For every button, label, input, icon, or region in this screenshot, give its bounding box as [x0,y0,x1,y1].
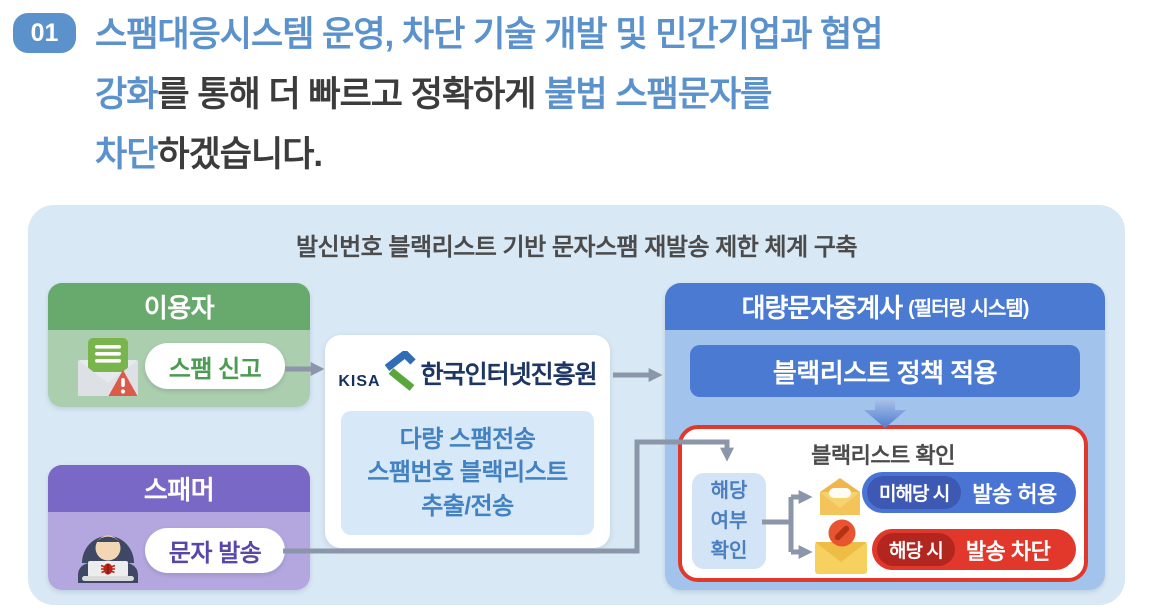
relay-box-header: 대량문자중계사 (필터링 시스템) [665,283,1105,330]
relay-subtitle: (필터링 시스템) [908,298,1029,320]
headline-plain: 를 통해 더 빠르고 정확하게 [157,75,545,114]
condition-check-box: 해당 여부 확인 [692,473,766,569]
blacklist-check-box: 블랙리스트 확인 해당 여부 확인 미해당 시 발송 허용 [678,425,1088,582]
section-number-badge: 01 [13,13,76,53]
allow-result-pill: 미해당 시 발송 허용 [862,472,1076,513]
allow-action-label: 발송 허용 [972,481,1057,507]
headline-line-2: 강화를 통해 더 빠르고 정확하게 불법 스팸문자를 [95,65,1135,125]
kisa-description: 다량 스팸전송 스팸번호 블랙리스트 추출/전송 [341,411,594,535]
allow-condition-badge: 미해당 시 [867,476,962,509]
headline-line-1: 스팸대응시스템 운영, 차단 기술 개발 및 민간기업과 협업 [95,5,1135,65]
block-condition-badge: 해당 시 [877,533,955,566]
spammer-box-header: 스패머 [48,465,310,512]
kisa-box: KISA 한국인터넷진흥원 다량 스팸전송 스팸번호 블랙리스트 추출/전송 [325,335,610,548]
kisa-logo-mark-icon [382,348,416,396]
kisa-logo-text: KISA [338,373,381,390]
diagram-title: 발신번호 블랙리스트 기반 문자스팸 재발송 제한 체계 구축 [295,234,858,261]
headline: 스팸대응시스템 운영, 차단 기술 개발 및 민간기업과 협업 강화를 통해 더… [95,5,1135,185]
hacker-icon [68,509,148,588]
user-box-header: 이용자 [48,283,310,330]
blacklist-policy-box: 블랙리스트 정책 적용 [690,345,1080,397]
headline-plain: 하겠습니다. [157,135,323,174]
user-box: 이용자 스팸 신고 [48,283,310,407]
spammer-box: 스패머 문자 발송 [48,465,310,590]
headline-highlight: 강화 [95,75,158,114]
blacklist-check-title: 블랙리스트 확인 [811,443,955,468]
headline-highlight: 차단 [95,135,158,174]
kisa-org-name: 한국인터넷진흥원 [420,361,598,389]
headline-highlight: 불법 스팸문자를 [544,75,772,114]
block-result-pill: 해당 시 발송 차단 [872,529,1076,570]
open-envelope-icon [816,477,864,522]
kisa-logo: KISA 한국인터넷진흥원 [325,348,610,397]
blocked-envelope-icon [813,518,869,581]
headline-line-3: 차단하겠습니다. [95,125,1135,185]
diagram-panel: 발신번호 블랙리스트 기반 문자스팸 재발송 제한 체계 구축 이용자 스팸 신… [28,205,1125,605]
spam-report-envelope-icon [70,333,148,406]
block-action-label: 발송 차단 [965,538,1051,564]
send-text-pill: 문자 발송 [145,528,285,573]
relay-title: 대량문자중계사 [741,293,903,323]
badge-text: 01 [30,18,59,47]
headline-highlight: 스팸대응시스템 운영, 차단 기술 개발 및 민간기업과 협업 [95,15,883,54]
spam-report-pill: 스팸 신고 [145,343,285,389]
